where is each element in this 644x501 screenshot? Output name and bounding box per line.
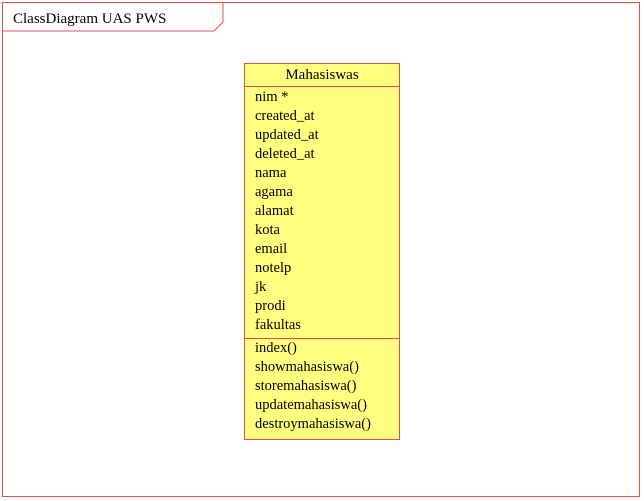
- attribute-item: agama: [255, 184, 293, 200]
- attribute-item: prodi: [255, 298, 286, 314]
- attribute-item: nama: [255, 165, 287, 181]
- attribute-item: jk: [255, 279, 267, 295]
- method-item: updatemahasiswa(): [255, 397, 367, 413]
- method-item: destroymahasiswa(): [255, 416, 371, 432]
- attribute-item: updated_at: [255, 127, 319, 143]
- method-item: index(): [255, 340, 297, 356]
- class-mahasiswas[interactable]: Mahasiswas nim * created_at updated_at d…: [244, 63, 400, 440]
- attribute-compartment: nim * created_at updated_at deleted_at n…: [245, 87, 399, 339]
- attribute-item: deleted_at: [255, 146, 315, 162]
- method-compartment: index() showmahasiswa() storemahasiswa()…: [245, 339, 399, 434]
- attribute-item: fakultas: [255, 317, 301, 333]
- frame-name-tab: ClassDiagram UAS PWS: [2, 2, 224, 32]
- method-item: showmahasiswa(): [255, 359, 359, 375]
- frame-title: ClassDiagram UAS PWS: [13, 11, 167, 27]
- attribute-item: created_at: [255, 108, 315, 124]
- attribute-item: email: [255, 241, 288, 257]
- class-name: Mahasiswas: [245, 64, 399, 87]
- attribute-item: nim *: [255, 89, 289, 105]
- attribute-item: kota: [255, 222, 280, 238]
- method-item: storemahasiswa(): [255, 378, 357, 394]
- attribute-item: alamat: [255, 203, 294, 219]
- frame-tab-outline: [2, 2, 224, 32]
- attribute-item: notelp: [255, 260, 292, 276]
